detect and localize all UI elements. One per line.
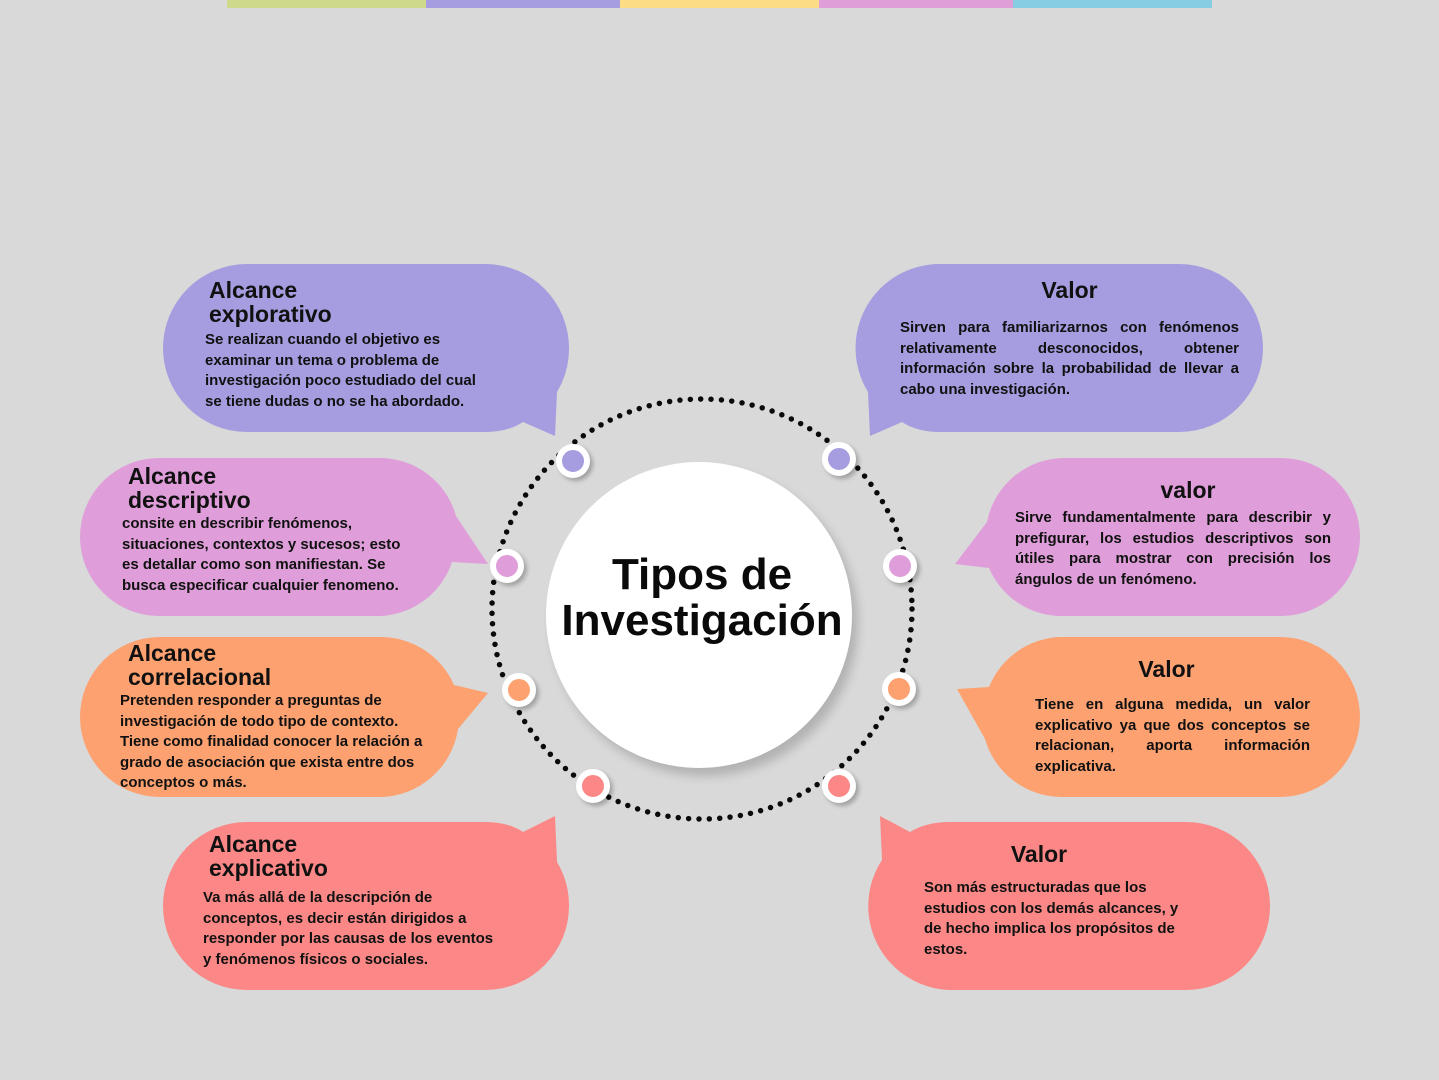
color-bar-segment-purple	[426, 0, 620, 8]
card-text: Sirven para familiarizarnos con fenómeno…	[900, 319, 1239, 398]
speech-bubble-shape	[955, 457, 1360, 617]
card-title: Valor	[1010, 841, 1068, 867]
top-color-bar	[227, 0, 1212, 8]
color-bar-segment-green	[227, 0, 426, 8]
bubble-valor-correlacional: Valor Tiene en alguna medida, un valor e…	[955, 637, 1360, 797]
card-title: valor	[1160, 477, 1216, 503]
node-explicativo	[576, 769, 610, 803]
speech-bubble-shape	[957, 637, 1360, 797]
node-valor-explorativo	[822, 442, 856, 476]
speech-bubble-shape	[163, 816, 570, 990]
bubble-valor-descriptivo: valor Sirve fundamentalmente para descri…	[955, 457, 1360, 617]
node-explorativo	[556, 444, 590, 478]
bubble-valor-explicativo: Valor Son más estructuradas que los estu…	[864, 816, 1271, 990]
node-valor-descriptivo	[883, 549, 917, 583]
speech-bubble-shape	[80, 636, 488, 797]
speech-bubble-shape	[855, 263, 1263, 436]
center-title-line2: Investigación	[561, 596, 843, 645]
node-correlacional	[502, 673, 536, 707]
center-title-line1: Tipos de	[611, 550, 793, 599]
color-bar-segment-pink	[819, 0, 1013, 8]
speech-bubble-shape	[868, 816, 1270, 990]
card-title: Valor	[1138, 656, 1195, 682]
color-bar-segment-blue	[1013, 0, 1212, 8]
card-text: Se realizan cuando el objetivo es examin…	[205, 331, 476, 410]
card-text: Son más estructuradas que los estudios c…	[924, 879, 1179, 958]
card-text: Tiene en alguna medida, un valor explica…	[1035, 696, 1310, 775]
center-title: Tipos de Investigación	[520, 552, 884, 644]
card-text: consite en describir fenómenos, situacio…	[122, 515, 401, 594]
card-text: Sirve fundamentalmente para describir y …	[1015, 509, 1331, 588]
color-bar-segment-yellow	[620, 0, 819, 8]
card-text: Va más allá de la descripción de concept…	[203, 889, 494, 968]
speech-bubble-shape	[163, 264, 570, 436]
card-text: Pretenden responder a preguntas de inves…	[120, 692, 423, 791]
speech-bubble-shape	[80, 458, 488, 616]
node-descriptivo	[490, 549, 524, 583]
card-title: Valor	[1041, 277, 1098, 303]
center-circle	[546, 462, 852, 768]
node-valor-correlacional	[882, 672, 916, 706]
node-valor-explicativo	[822, 769, 856, 803]
bubble-valor-explorativo: Valor Sirven para familiarizarnos con fe…	[855, 263, 1263, 438]
